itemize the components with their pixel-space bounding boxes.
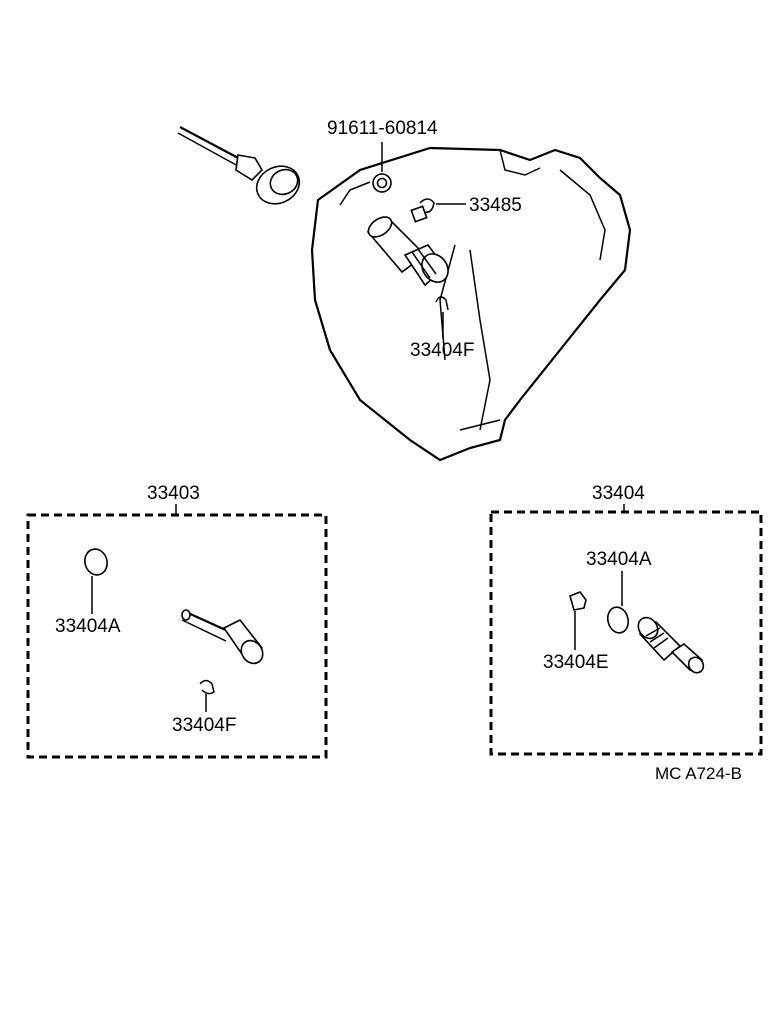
kit-left-pin xyxy=(199,679,215,712)
clip-part xyxy=(410,198,466,223)
clip-label: 33485 xyxy=(469,195,522,216)
speedometer-cable xyxy=(177,126,301,205)
pin-label: 33404F xyxy=(410,340,474,361)
kit-right-seal-label: 33404E xyxy=(543,652,609,673)
transmission-housing xyxy=(310,146,632,462)
kit-left-box xyxy=(26,513,328,759)
kit-right-gear-shaft xyxy=(637,616,705,674)
bolt-part xyxy=(372,142,392,193)
kit-right-oring-label: 33404A xyxy=(586,549,652,570)
kit-left-oring xyxy=(84,548,108,614)
driven-gear-assembly xyxy=(366,216,449,287)
kit-right-label: 33404 xyxy=(592,483,645,504)
figure-code: MC A724-B xyxy=(655,764,742,783)
kit-right-seal xyxy=(569,591,587,650)
bolt-label: 91611-60814 xyxy=(327,118,438,139)
kit-right-box xyxy=(489,510,763,756)
kit-left-pin-label: 33404F xyxy=(172,715,236,736)
kit-left-label: 33403 xyxy=(147,483,200,504)
kit-left-gear-shaft xyxy=(181,609,264,665)
kit-left-oring-label: 33404A xyxy=(55,616,121,637)
kit-right-oring xyxy=(606,571,630,634)
pin-part xyxy=(435,296,449,338)
